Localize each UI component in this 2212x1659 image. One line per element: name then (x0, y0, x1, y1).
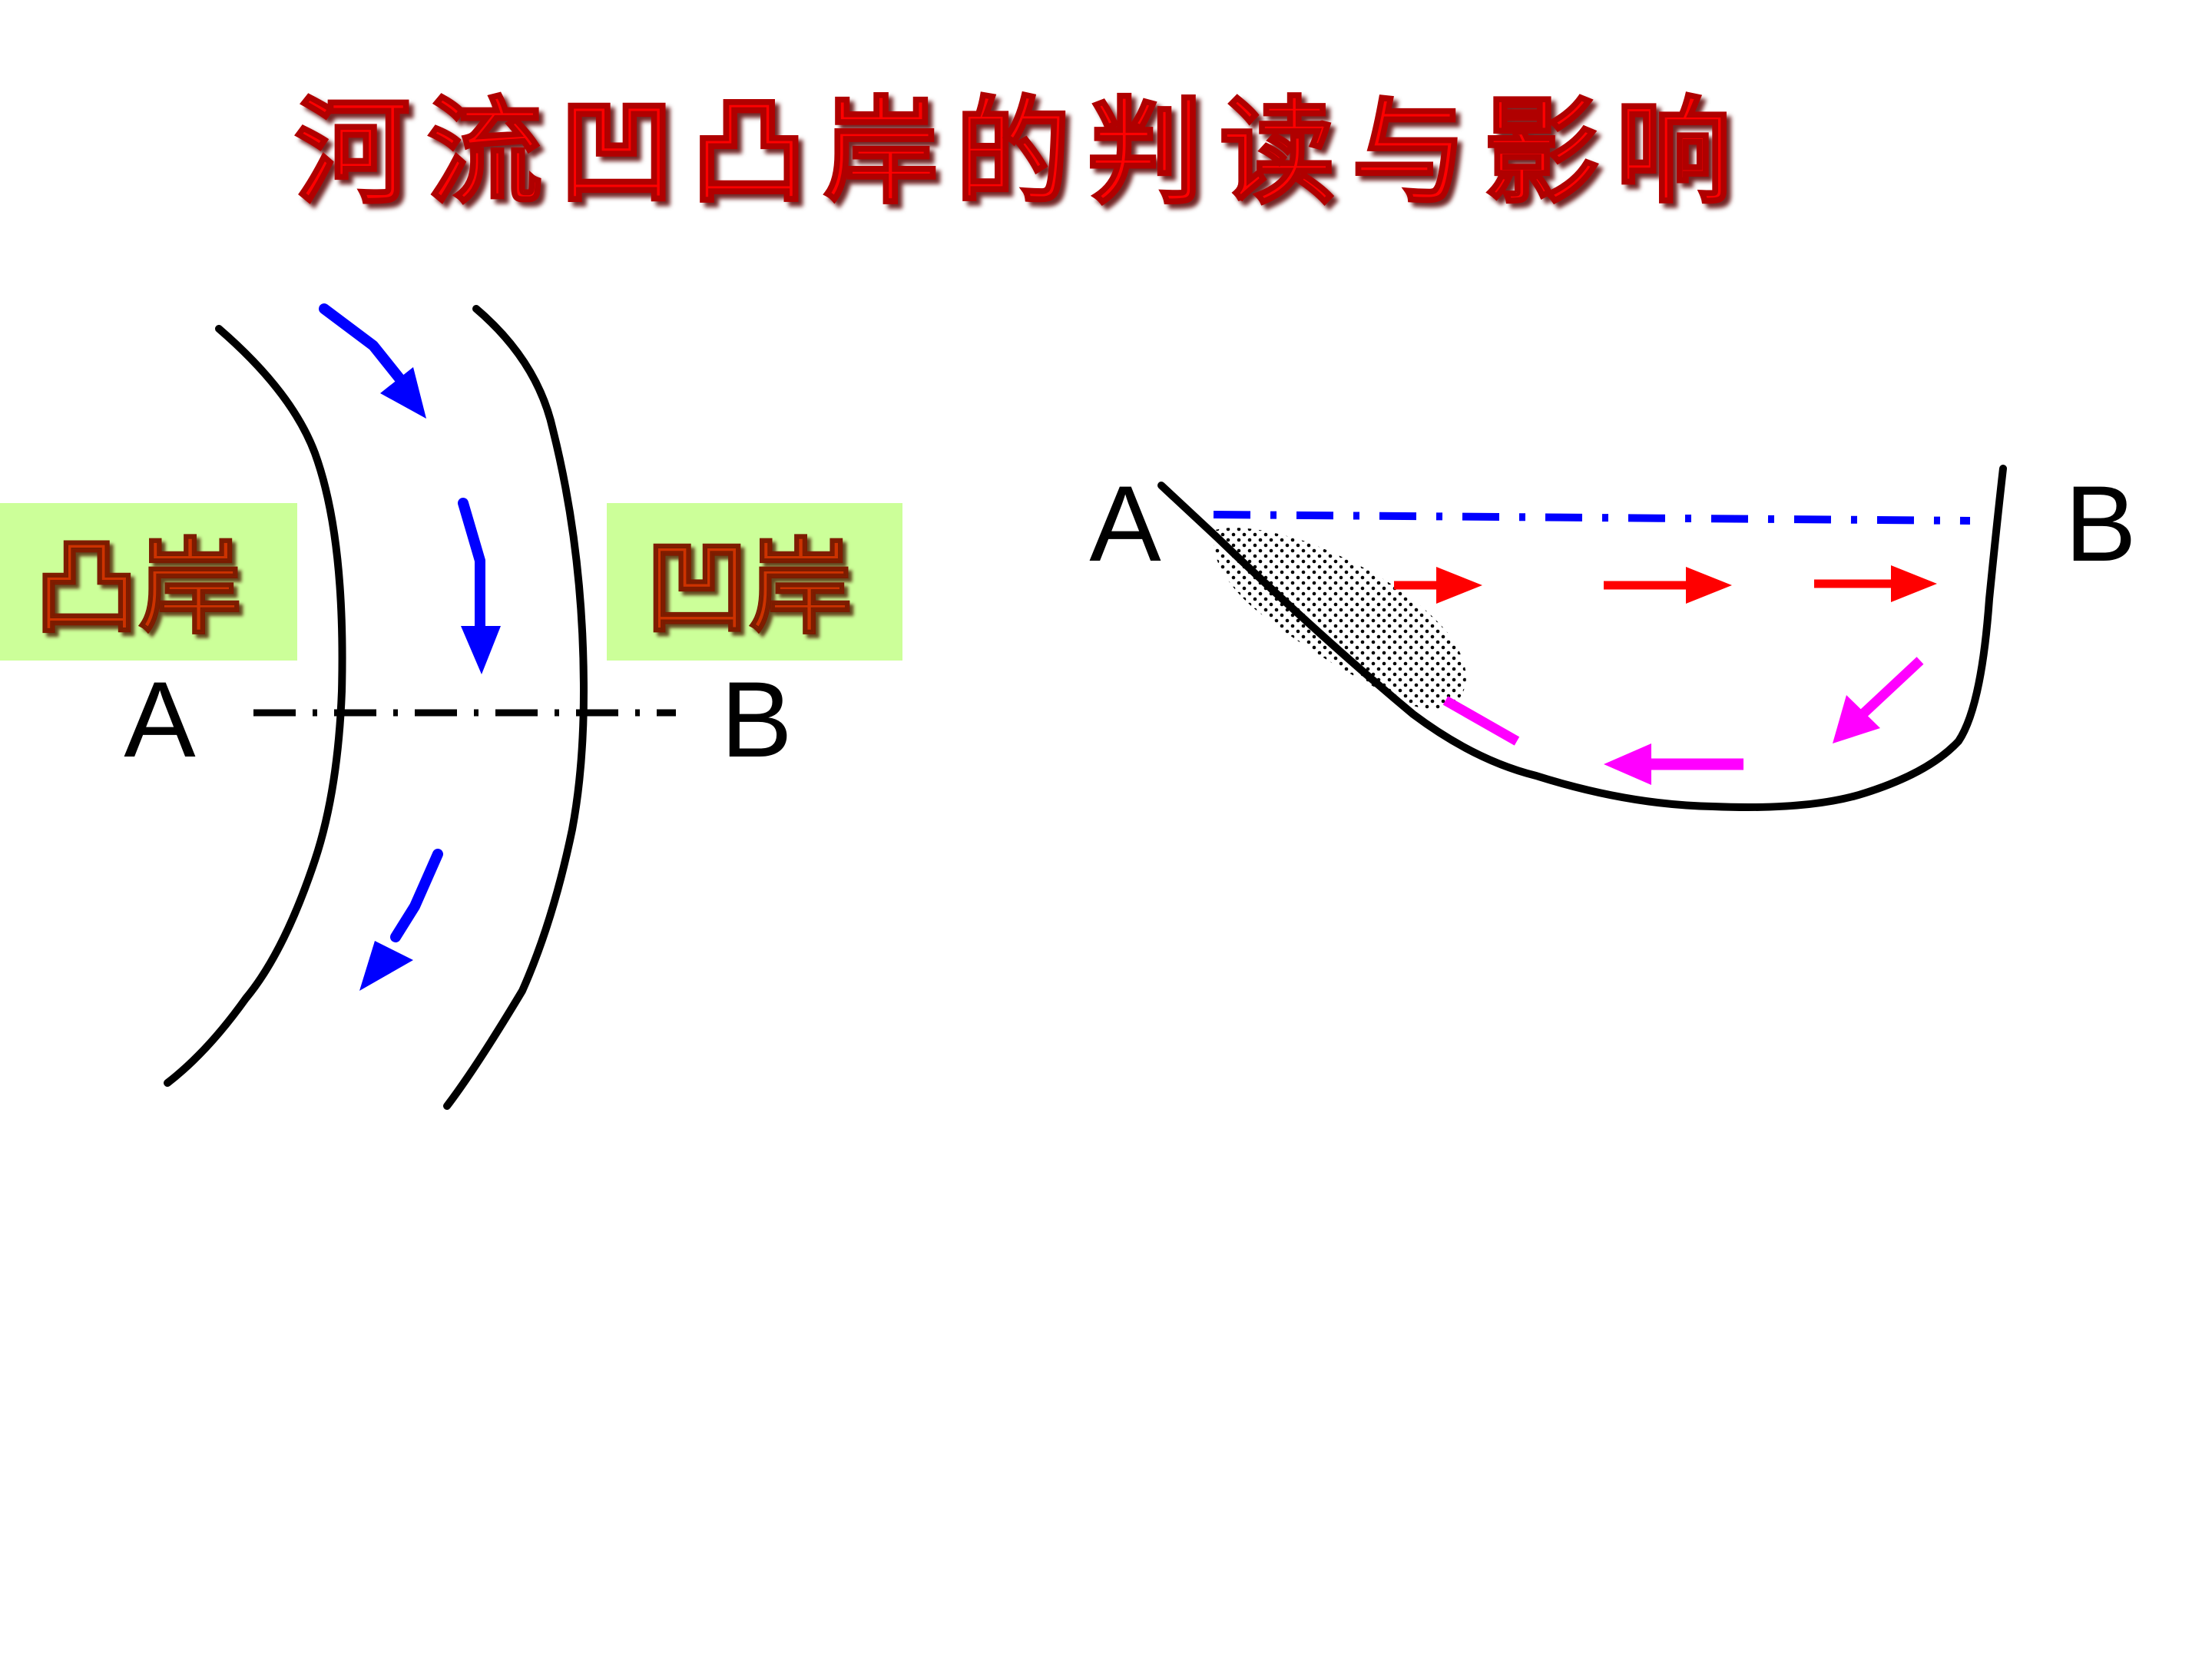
flow-arrow-top (319, 303, 426, 419)
concave-bank-label-bg (607, 503, 902, 661)
cross-section-label-b: B (2065, 463, 2136, 584)
flow-arrow-middle (458, 498, 501, 674)
section-label-a: A (124, 659, 196, 780)
cross-section-label-a: A (1089, 463, 1161, 584)
bottom-flow-arrow-middle (1604, 743, 1743, 785)
concave-bank-label: 凹岸 (645, 528, 853, 648)
water-surface-line (1213, 511, 1971, 525)
flow-arrow-bottom (359, 849, 443, 991)
concave-bank-line (443, 305, 588, 1110)
convex-bank-label: 凸岸 (35, 528, 242, 648)
bottom-flow-arrow-left (1442, 696, 1520, 746)
section-label-b: B (720, 659, 792, 780)
convex-bank-label-bg (0, 503, 297, 661)
surface-flow-arrow-2 (1604, 567, 1732, 604)
surface-flow-arrow-1 (1394, 567, 1482, 604)
surface-flow-arrow-3 (1814, 565, 1937, 602)
channel-profile (1157, 465, 2007, 811)
page-title: 河流凹凸岸的判读与影响 (295, 84, 1748, 220)
bottom-flow-arrow-right (1833, 657, 1924, 743)
sediment-deposit (1214, 528, 1466, 709)
convex-bank-line (164, 325, 346, 1087)
